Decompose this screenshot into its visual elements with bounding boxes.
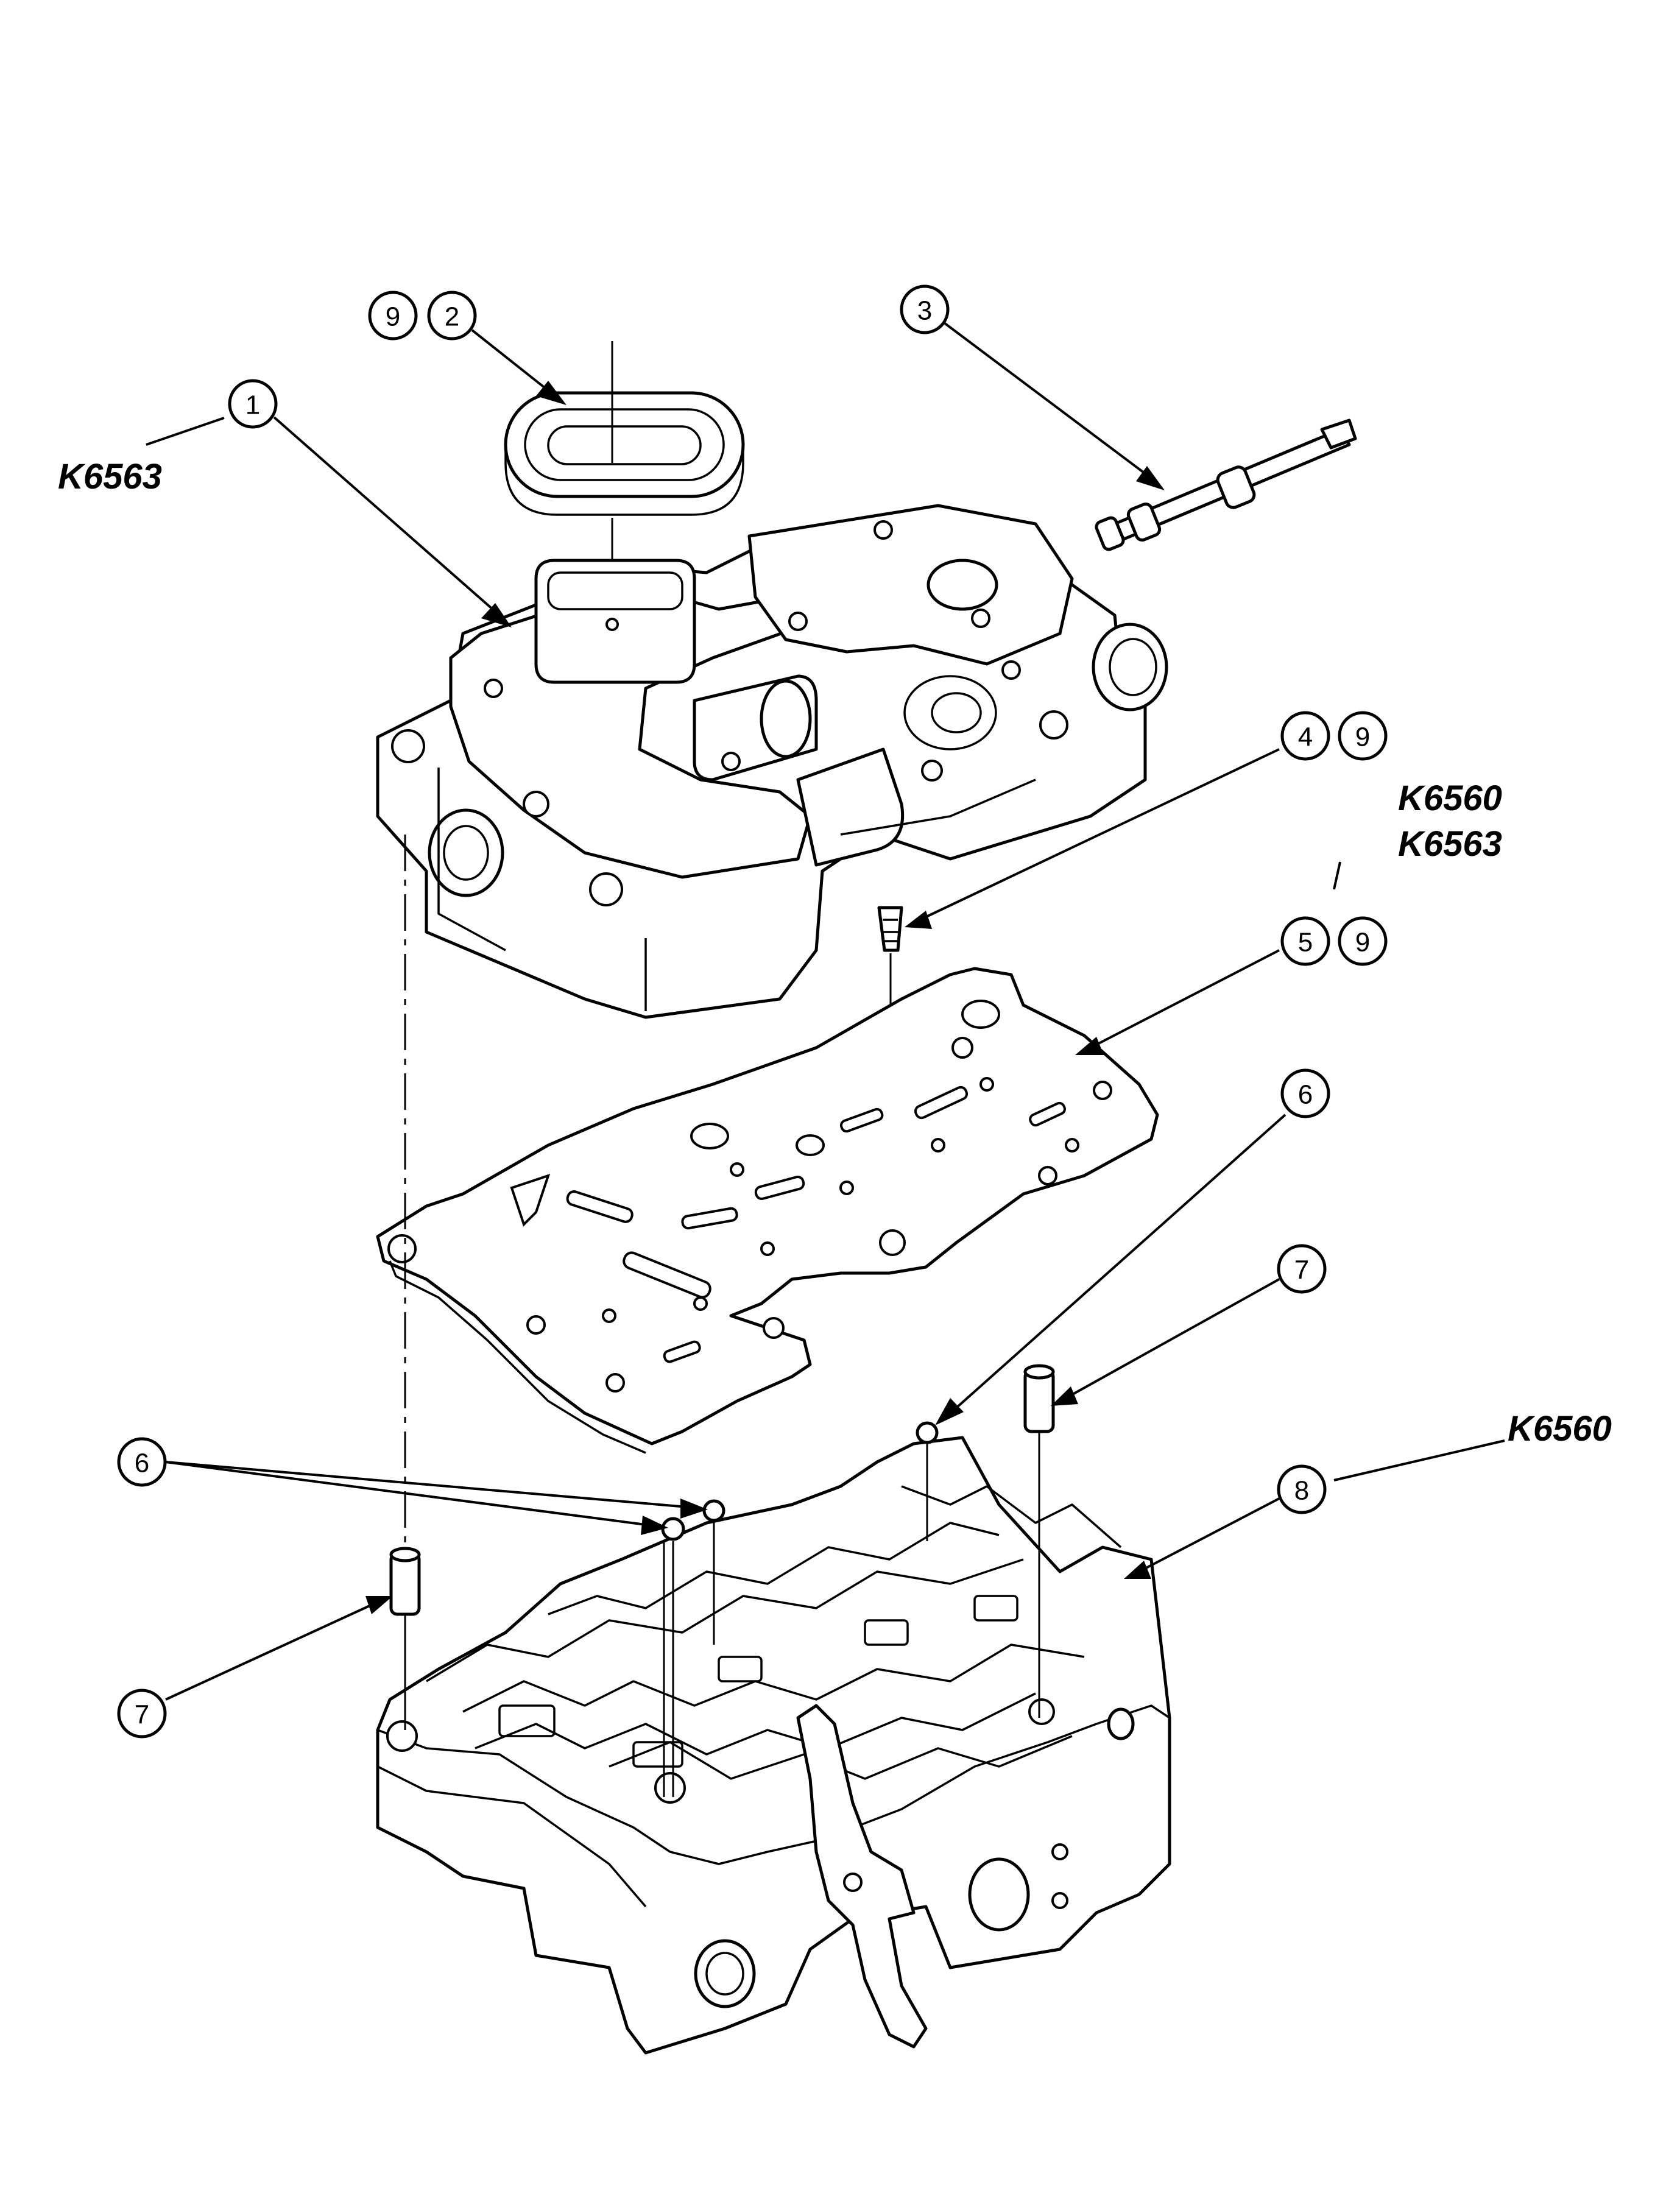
callout-1-number: 1 [245,390,260,420]
label-k6563-middle: K6563 [1398,824,1502,864]
label-k6563-upper: K6563 [58,457,162,496]
callout-4-number: 4 [1298,722,1313,752]
callout-4: 4 [1280,711,1330,761]
callout-7-right: 7 [1277,1244,1327,1294]
callout-7-left: 7 [117,1689,167,1739]
callout-9-top-number: 9 [386,302,400,332]
callout-5: 5 [1280,916,1330,966]
connector-seal [504,391,745,516]
callout-2-number: 2 [445,302,459,332]
separator-plate [376,967,1159,1454]
callout-6-right: 6 [1280,1068,1330,1118]
check-ball-right [916,1421,939,1444]
upper-valve-body-assembly [376,504,1168,1019]
callout-9-mid: 9 [1338,711,1388,761]
callout-3: 3 [900,284,950,334]
check-ball-left-front [661,1517,685,1541]
callout-2: 2 [427,291,477,341]
callout-5-number: 5 [1298,928,1313,958]
callout-9-top: 9 [368,291,418,341]
callout-6-left: 6 [117,1437,167,1487]
callout-6-left-number: 6 [135,1449,149,1478]
dowel-pin-left [389,1547,421,1616]
leader-lines [146,322,1505,1701]
callout-7-left-number: 7 [135,1700,149,1730]
filter-screen [877,906,903,952]
callout-3-number: 3 [917,296,932,326]
callout-8: 8 [1277,1464,1327,1514]
callout-9-lower: 9 [1338,916,1388,966]
callout-9-mid-number: 9 [1355,722,1370,752]
callout-1: 1 [228,379,278,429]
callout-9-lower-number: 9 [1355,928,1370,958]
callout-7-right-number: 7 [1294,1255,1309,1285]
manual-shaft [1095,418,1357,551]
callout-8-number: 8 [1294,1476,1309,1506]
lower-valve-body [376,1436,1171,2055]
callout-6-right-number: 6 [1298,1080,1313,1110]
label-k6560-right: K6560 [1508,1409,1612,1449]
label-k6560-middle: K6560 [1398,778,1502,818]
dowel-pin-right [1023,1364,1055,1433]
check-ball-left-back [702,1499,725,1522]
